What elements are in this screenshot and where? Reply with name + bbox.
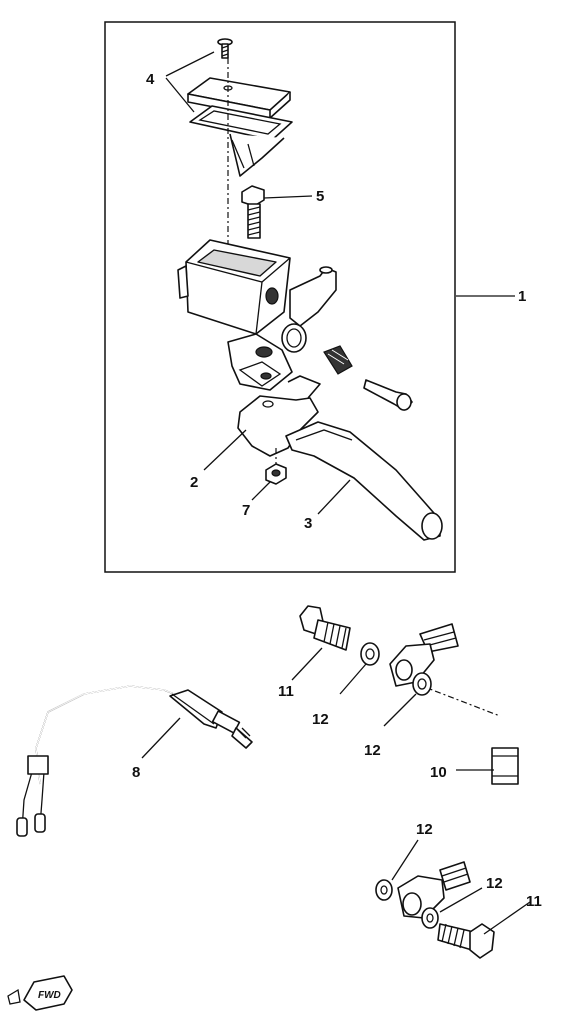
label-part-12-d: 12 (486, 875, 503, 892)
label-part-1: 1 (518, 288, 526, 305)
label-part-7: 7 (242, 502, 250, 519)
fwd-text: FWD (38, 990, 61, 1001)
adjuster-screw (323, 345, 353, 375)
alignment-line-hose (421, 685, 501, 717)
label-part-4: 4 (146, 71, 155, 88)
pivot-pin (363, 379, 413, 411)
master-cylinder-body (177, 239, 337, 391)
label-part-2: 2 (190, 474, 198, 491)
reservoir-cap-group (187, 38, 293, 177)
washer-1 (360, 642, 380, 666)
lever-nut (265, 463, 287, 485)
label-part-10: 10 (430, 764, 447, 781)
assembly-frame (104, 21, 456, 573)
leader-lines-lower (291, 647, 531, 935)
label-part-11-upper: 11 (278, 683, 294, 700)
union-bolt-upper (299, 605, 351, 651)
label-part-12-c: 12 (416, 821, 433, 838)
label-part-12-a: 12 (312, 711, 329, 728)
fwd-arrow-icon: FWD (7, 975, 73, 1011)
brake-hose (389, 622, 519, 919)
washer-3 (375, 879, 393, 901)
label-part-3: 3 (304, 515, 312, 532)
union-bolt-lower (437, 923, 495, 959)
label-part-8: 8 (132, 764, 140, 781)
brake-lever (237, 375, 443, 541)
label-part-12-b: 12 (364, 742, 381, 759)
leader-lines-assembly (165, 51, 515, 515)
brake-light-switch (16, 685, 253, 837)
washer-2 (412, 672, 432, 696)
pivot-bolt (241, 185, 265, 239)
label-part-5: 5 (316, 188, 324, 205)
washer-4 (421, 907, 439, 929)
part-labels: 1 2 3 4 5 7 8 10 11 11 12 12 12 12 (132, 71, 542, 910)
label-part-11-lower: 11 (526, 893, 542, 910)
